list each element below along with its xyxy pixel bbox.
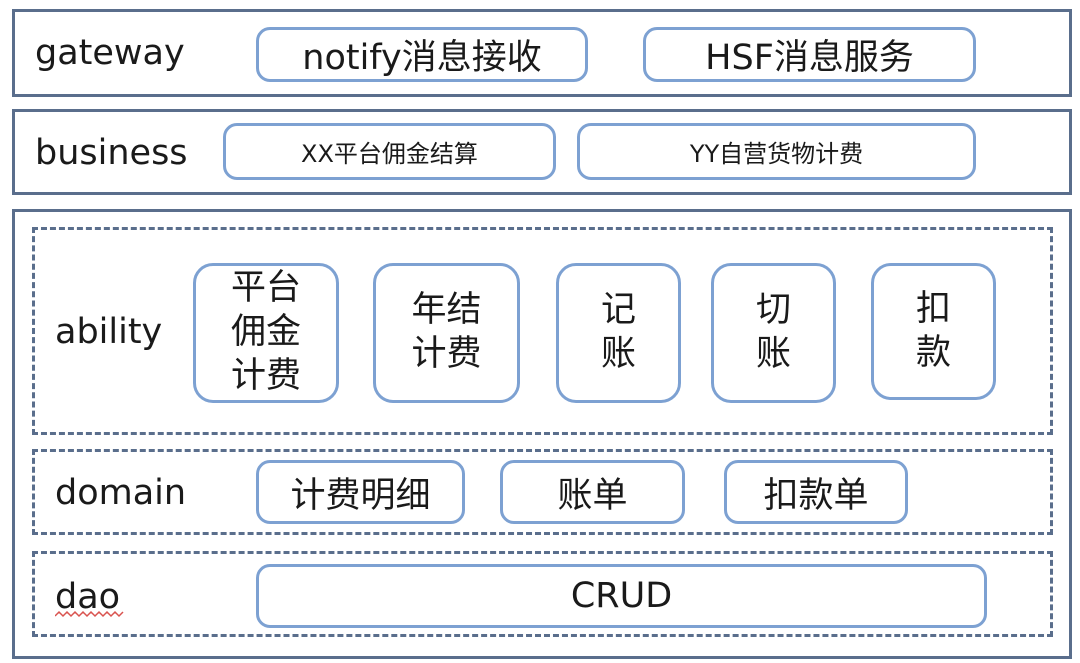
business-label: business	[35, 133, 188, 173]
deduction-order-box: 扣款单	[724, 460, 908, 524]
ability-label: ability	[55, 312, 163, 352]
platform-commission-billing-box: 平台 佣金 计费	[193, 263, 339, 403]
gateway-label: gateway	[35, 33, 185, 73]
notify-message-receive-box: notify消息接收	[256, 27, 588, 82]
bookkeeping-line1: 记	[600, 290, 636, 331]
crud-box: CRUD	[256, 564, 987, 628]
bill-box: 账单	[500, 460, 685, 524]
annual-settlement-billing-line2: 计费	[411, 334, 482, 374]
domain-label: domain	[55, 473, 187, 513]
spellcheck-underline	[55, 610, 124, 618]
platform-commission-billing-line1: 平台	[230, 268, 301, 309]
annual-settlement-billing-box: 年结 计费	[373, 263, 520, 403]
deduction-line2: 款	[915, 332, 951, 373]
dao-section	[32, 551, 1053, 637]
account-cutover-line2: 账	[755, 334, 791, 374]
deduction-box: 扣 款	[871, 263, 996, 400]
bookkeeping-line2: 账	[600, 334, 636, 374]
xx-platform-commission-settlement-box: XX平台佣金结算	[223, 123, 556, 180]
hsf-message-service-box: HSF消息服务	[643, 27, 976, 82]
account-cutover-box: 切 账	[711, 263, 836, 403]
bookkeeping-box: 记 账	[556, 263, 681, 403]
domain-section	[32, 449, 1053, 535]
yy-self-operated-goods-billing-box: YY自营货物计费	[577, 123, 976, 180]
billing-detail-box: 计费明细	[256, 460, 465, 524]
dao-label: dao	[55, 577, 121, 617]
deduction-line1: 扣	[915, 288, 951, 329]
platform-commission-billing-line3: 计费	[230, 355, 301, 396]
ability-section	[32, 227, 1053, 435]
platform-commission-billing-line2: 佣金	[230, 312, 301, 353]
account-cutover-line1: 切	[755, 290, 791, 331]
annual-settlement-billing-line1: 年结	[411, 290, 482, 331]
